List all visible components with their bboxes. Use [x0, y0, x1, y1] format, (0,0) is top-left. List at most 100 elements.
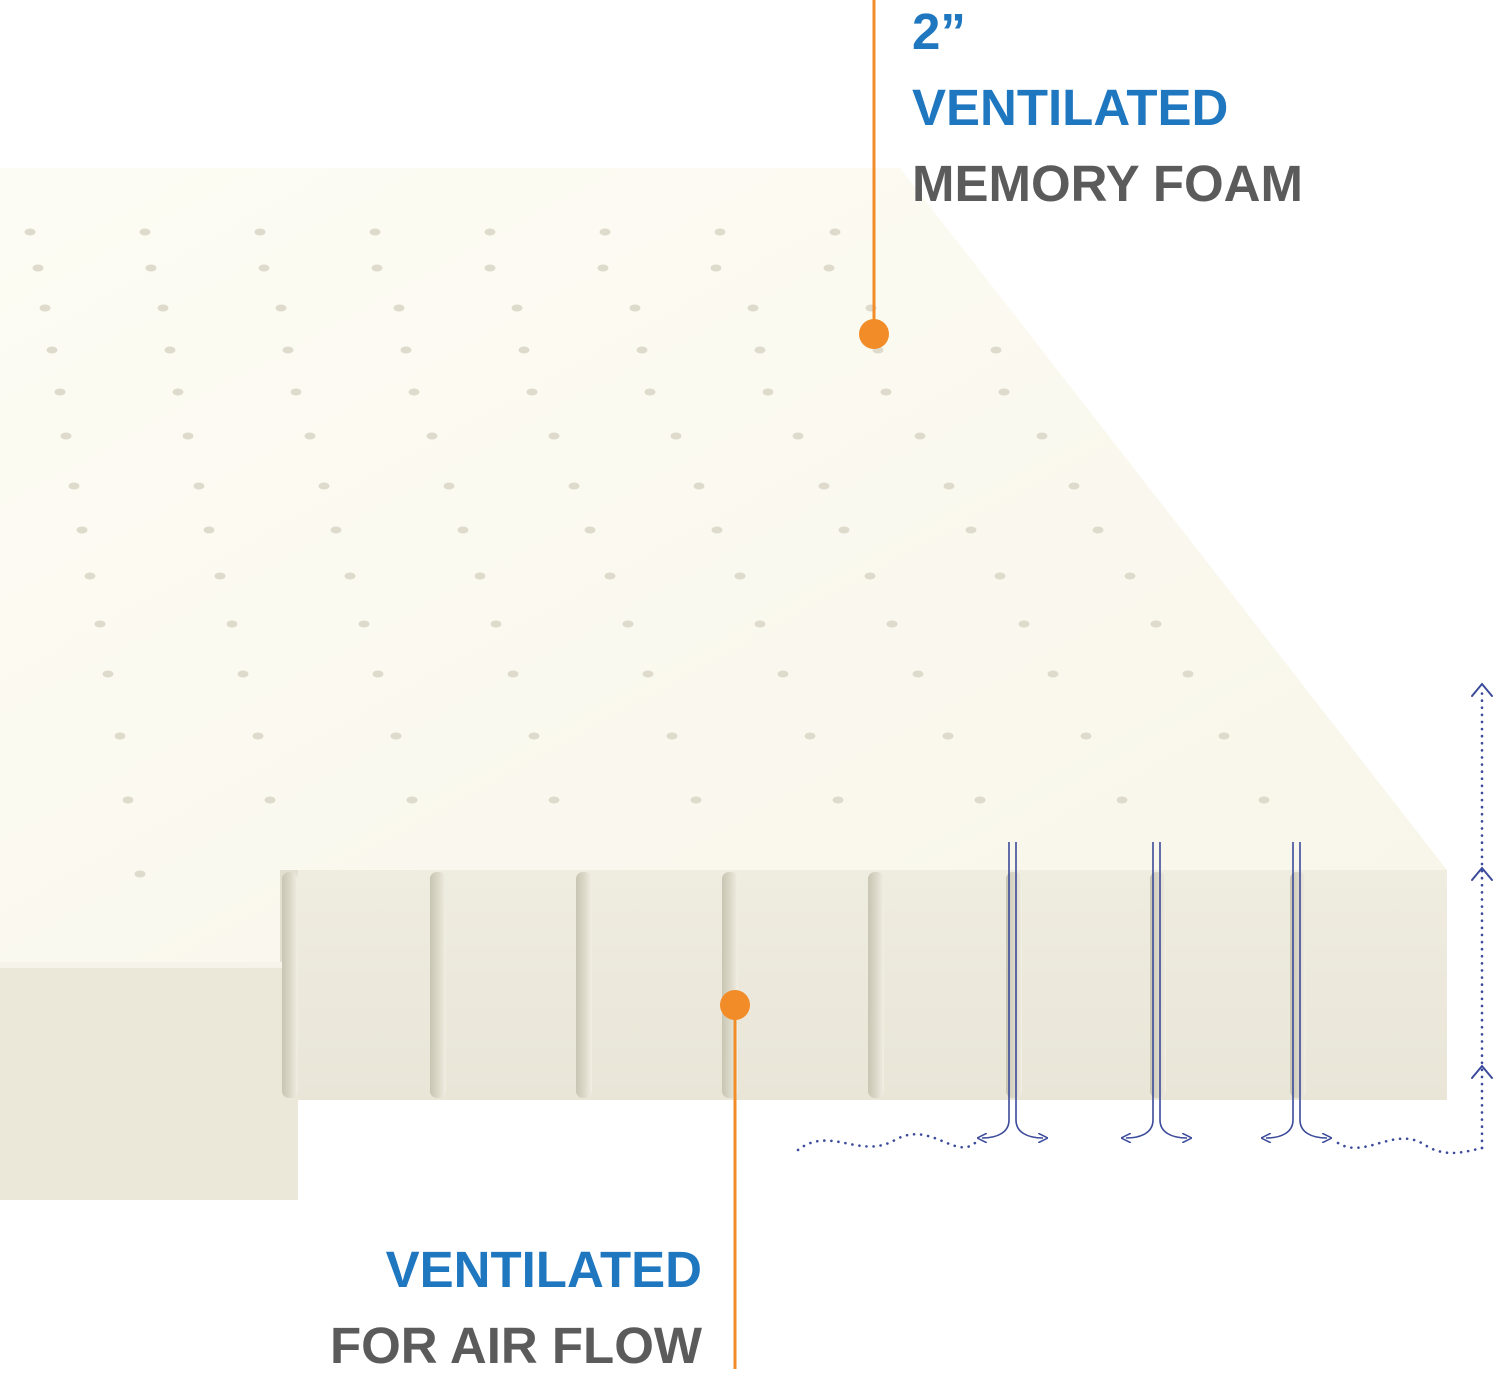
- bottom-callout-heading: VENTILATED: [385, 1241, 702, 1298]
- ventilation-hole: [24, 228, 36, 236]
- ventilation-hole: [823, 264, 835, 272]
- ventilation-hole: [511, 304, 523, 312]
- airflow-grooves: [282, 872, 1306, 1098]
- ventilation-hole: [122, 796, 134, 804]
- ventilation-hole: [548, 796, 560, 804]
- ventilation-hole: [711, 526, 723, 534]
- ventilation-hole: [912, 670, 924, 678]
- ventilation-hole: [226, 620, 238, 628]
- ventilation-hole: [690, 796, 702, 804]
- ventilation-hole: [84, 572, 96, 580]
- ventilation-hole: [145, 264, 157, 272]
- top-callout-subheading: MEMORY FOAM: [912, 155, 1303, 212]
- ventilation-hole: [838, 526, 850, 534]
- ventilation-hole: [629, 304, 641, 312]
- ventilation-hole: [526, 388, 538, 396]
- ventilation-hole: [597, 264, 609, 272]
- ventilation-hole: [369, 228, 381, 236]
- ventilation-hole: [747, 304, 759, 312]
- airflow-groove: [430, 872, 446, 1098]
- ventilation-hole: [68, 482, 80, 490]
- ventilation-hole: [974, 796, 986, 804]
- airflow-up-chevrons: [1471, 682, 1493, 1079]
- ventilation-hole: [714, 228, 726, 236]
- ventilation-hole: [604, 572, 616, 580]
- ventilation-hole: [1182, 670, 1194, 678]
- top-callout-dot: [859, 319, 889, 349]
- ventilation-hole: [548, 432, 560, 440]
- ventilation-hole: [484, 264, 496, 272]
- ventilation-hole: [393, 304, 405, 312]
- ventilation-hole: [264, 796, 276, 804]
- ventilation-hole: [864, 572, 876, 580]
- ventilation-hole: [1080, 732, 1092, 740]
- ventilation-hole: [358, 620, 370, 628]
- ventilation-hole: [39, 304, 51, 312]
- ventilation-hole: [344, 572, 356, 580]
- airflow-arrows: [982, 842, 1327, 1138]
- ventilation-hole: [400, 346, 412, 354]
- airflow-dotted-paths: [796, 688, 1484, 1155]
- ventilation-hole: [1116, 796, 1128, 804]
- ventilation-hole: [193, 482, 205, 490]
- ventilation-hole: [804, 732, 816, 740]
- ventilation-hole: [754, 620, 766, 628]
- bottom-callout-leader: [720, 990, 750, 1369]
- ventilation-hole: [965, 526, 977, 534]
- ventilation-hole: [642, 670, 654, 678]
- ventilation-hole: [829, 228, 841, 236]
- airflow-groove: [868, 872, 884, 1098]
- ventilation-hole: [60, 432, 72, 440]
- ventilation-hole: [998, 388, 1010, 396]
- ventilation-hole: [914, 432, 926, 440]
- ventilation-hole: [32, 264, 44, 272]
- ventilation-hole: [762, 388, 774, 396]
- ventilation-hole: [443, 482, 455, 490]
- ventilation-hole: [139, 228, 151, 236]
- ventilation-hole: [507, 670, 519, 678]
- ventilation-hole: [94, 620, 106, 628]
- ventilation-hole: [252, 732, 264, 740]
- top-callout-heading: VENTILATED: [912, 79, 1229, 136]
- ventilation-hole: [282, 346, 294, 354]
- ventilation-hole: [942, 732, 954, 740]
- ventilation-hole: [666, 732, 678, 740]
- ventilation-hole: [134, 870, 146, 878]
- ventilation-hole: [371, 264, 383, 272]
- ventilation-hole: [518, 346, 530, 354]
- bottom-callout-dot: [720, 990, 750, 1020]
- ventilation-hole: [818, 482, 830, 490]
- ventilation-hole: [304, 432, 316, 440]
- top-callout-leader: [859, 0, 889, 349]
- ventilation-hole: [644, 388, 656, 396]
- airflow-groove: [1290, 872, 1306, 1098]
- ventilation-hole: [636, 346, 648, 354]
- ventilation-hole: [994, 572, 1006, 580]
- ventilation-hole: [622, 620, 634, 628]
- foam-top-surface: [0, 168, 1447, 965]
- ventilation-hole: [182, 432, 194, 440]
- ventilation-hole: [258, 264, 270, 272]
- bottom-callout: VENTILATED FOR AIR FLOW: [330, 1244, 702, 1396]
- ventilation-hole: [1092, 526, 1104, 534]
- ventilation-hole: [214, 572, 226, 580]
- ventilation-hole: [777, 670, 789, 678]
- ventilation-hole: [943, 482, 955, 490]
- ventilation-hole: [1047, 670, 1059, 678]
- ventilation-hole: [275, 304, 287, 312]
- ventilation-hole: [426, 432, 438, 440]
- ventilation-hole: [46, 346, 58, 354]
- foam-left-block: [0, 965, 298, 1200]
- ventilation-hole: [1218, 732, 1230, 740]
- ventilation-hole: [1068, 482, 1080, 490]
- ventilation-hole: [1036, 432, 1048, 440]
- ventilation-hole: [474, 572, 486, 580]
- ventilation-hole: [584, 526, 596, 534]
- ventilation-hole: [1258, 796, 1270, 804]
- ventilation-hole: [102, 670, 114, 678]
- airflow-groove: [282, 872, 298, 1098]
- ventilation-hole: [754, 346, 766, 354]
- ventilation-hole: [457, 526, 469, 534]
- top-callout: 2” VENTILATED MEMORY FOAM: [912, 6, 1303, 234]
